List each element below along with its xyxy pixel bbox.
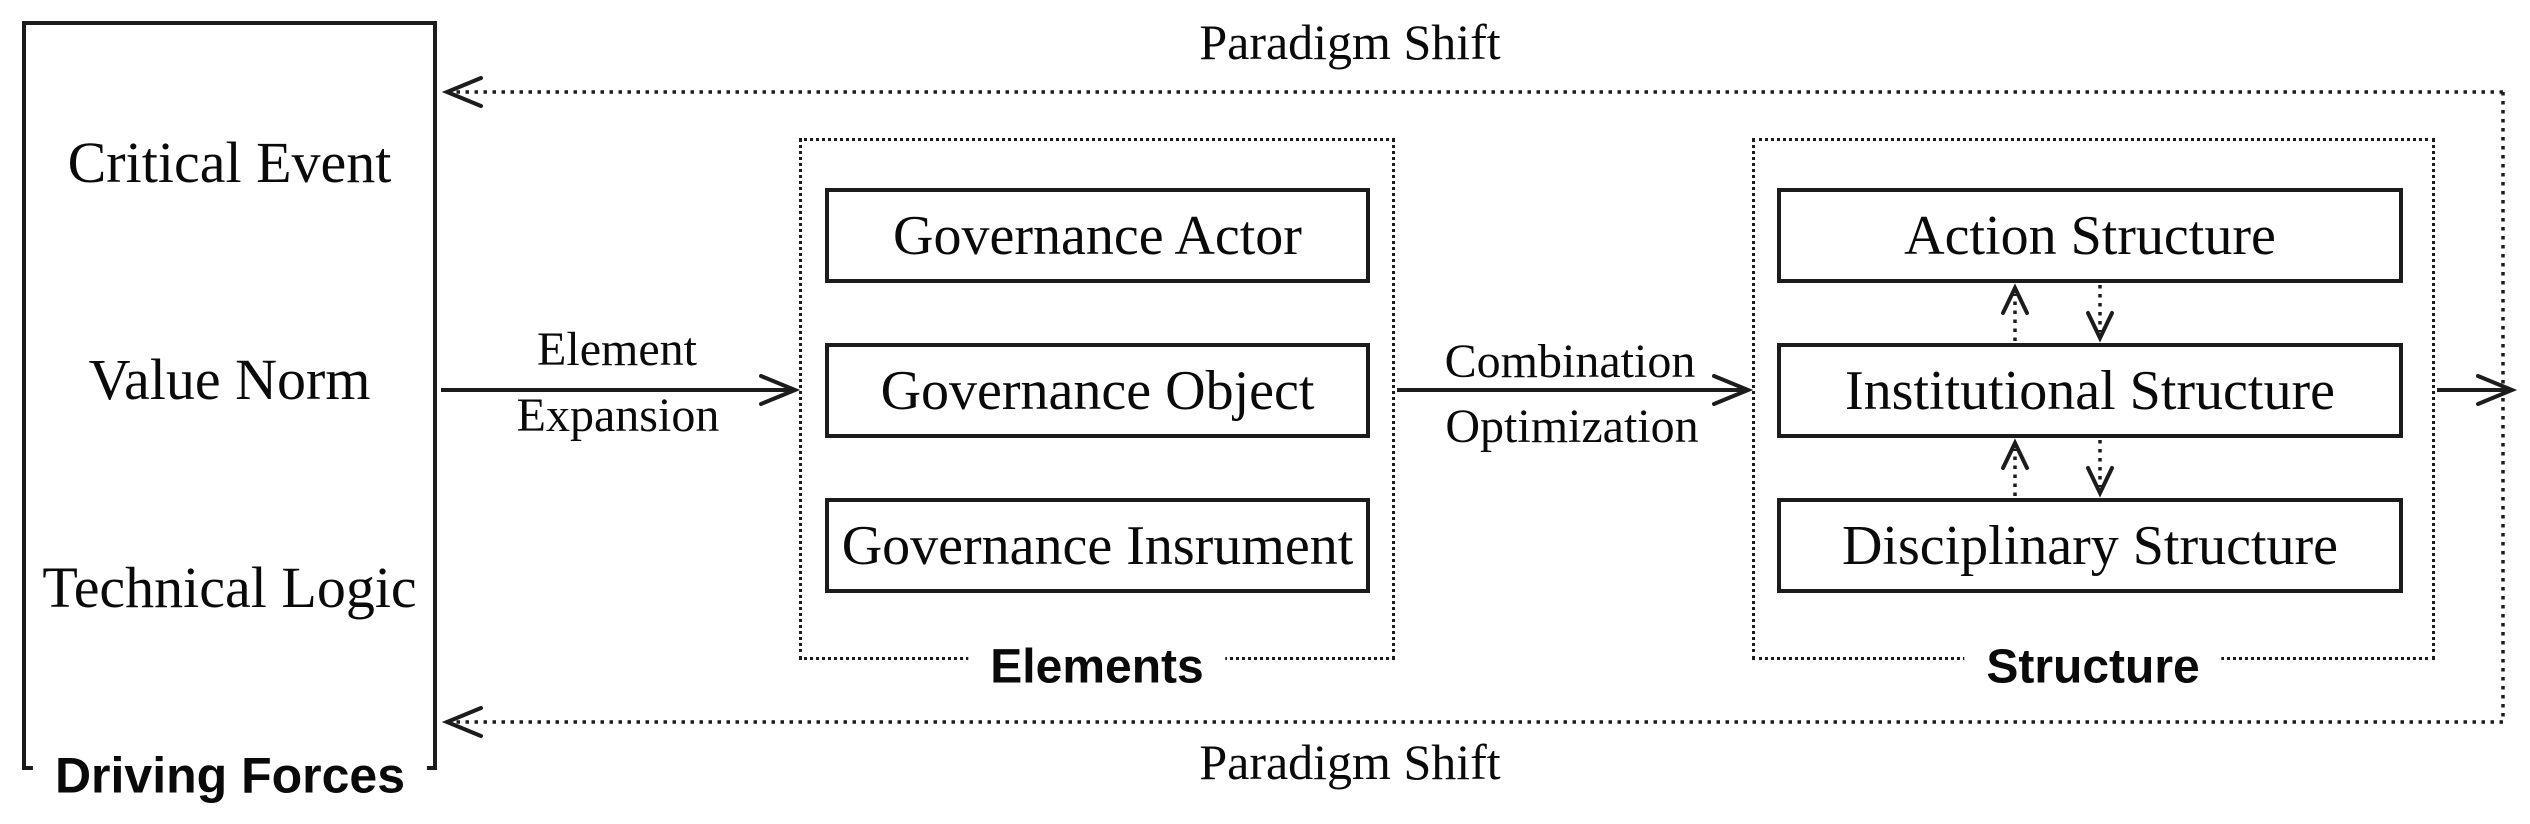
paradigm-shift-top-line [441,76,2503,108]
paradigm-shift-top-label: Paradigm Shift [1199,14,1501,70]
element-expansion-label-line1: Element [537,323,697,376]
action-institutional-down-arrow [2086,285,2114,343]
combination-optimization-arrow [1397,374,1754,406]
node-governance-object: Governance Object [825,343,1370,438]
institutional-disciplinary-up-arrow [2001,438,2029,496]
node-governance-actor: Governance Actor [825,188,1370,283]
driving-forces-box [22,21,437,770]
element-expansion-arrow [441,374,801,406]
structure-label: Structure [1964,641,2222,695]
institutional-disciplinary-down-arrow [2086,440,2114,498]
driving-forces-item-critical-event: Critical Event [67,130,392,195]
action-institutional-up-arrow [2001,283,2029,341]
node-disciplinary-structure: Disciplinary Structure [1777,498,2403,593]
element-expansion-label-line2: Expansion [516,389,720,442]
node-institutional-structure: Institutional Structure [1777,343,2403,438]
elements-label: Elements [968,641,1226,695]
combination-optimization-label-line1: Combination [1444,335,1696,388]
driving-forces-item-technical-logic: Technical Logic [42,555,417,620]
paradigm-shift-bottom-label: Paradigm Shift [1199,734,1501,790]
paradigm-shift-bottom-line [441,706,2503,738]
driving-forces-label: Driving Forces [32,748,428,804]
driving-forces-item-value-norm: Value Norm [88,347,371,412]
node-governance-instrument: Governance Insrument [825,498,1370,593]
structure-output-arrow [2437,374,2518,406]
combination-optimization-label-line2: Optimization [1445,400,1699,453]
node-action-structure: Action Structure [1777,188,2403,283]
